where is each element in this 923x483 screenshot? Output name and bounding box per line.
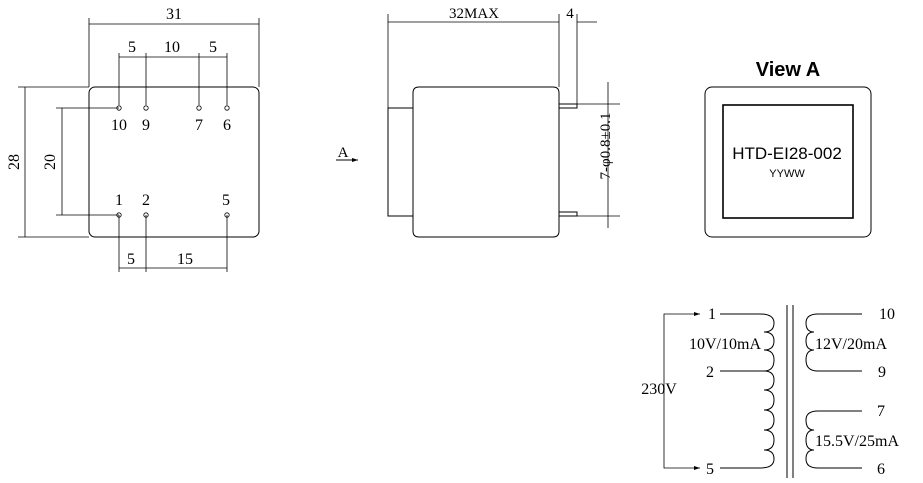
- primary-voltage-label: 230V: [641, 381, 677, 398]
- pin-9-marker: [143, 105, 149, 111]
- secondary1-pin-9: 9: [878, 364, 886, 381]
- side-view-pin-top: [558, 103, 578, 109]
- secondary1-pin-10: 10: [879, 306, 895, 323]
- secondary2-pin-7: 7: [877, 403, 885, 420]
- part-number: HTD-EI28-002: [732, 144, 842, 163]
- primary-pin-1: 1: [708, 306, 716, 323]
- view-a-title: View A: [756, 59, 820, 81]
- primary-tap-label: 10V/10mA: [689, 336, 761, 353]
- dim-top-b-label: 10: [164, 39, 180, 56]
- secondary2-pin-6: 6: [877, 461, 885, 478]
- dim-rows-label: 20: [42, 154, 59, 170]
- schematic: 1 2 5 230V 10V/10mA 10 9 12V/20mA 7 6 15…: [641, 305, 899, 478]
- side-view-pin-bottom: [558, 211, 578, 217]
- primary-coil-upper: [759, 313, 775, 372]
- view-arrow-head: [352, 158, 358, 162]
- pin-label-6: 6: [223, 117, 231, 134]
- date-code: YYWW: [769, 168, 805, 180]
- view-arrow-label: A: [338, 145, 349, 161]
- pin-6-marker: [224, 105, 230, 111]
- pin-spec-label: 7-φ0.8±0.1: [598, 113, 614, 180]
- primary-pin-5: 5: [706, 461, 714, 478]
- bracket-arrow-top: [694, 312, 700, 316]
- primary-pin-2: 2: [706, 364, 714, 381]
- dim-bottom-b-label: 15: [177, 251, 193, 268]
- pin-label-1: 1: [115, 192, 123, 209]
- dim-pin-length-label: 4: [566, 6, 574, 22]
- dim-top-a-label: 5: [128, 39, 136, 56]
- view-a-label-plate: [722, 104, 854, 219]
- view-a: View A HTD-EI28-002 YYWW: [704, 59, 872, 238]
- dim-width-label: 31: [166, 6, 182, 23]
- secondary2-coil: [805, 410, 819, 469]
- dim-bottom-a-label: 5: [127, 251, 135, 268]
- pin-label-2: 2: [142, 192, 150, 209]
- dim-length-label: 32MAX: [449, 6, 499, 22]
- secondary2-label: 15.5V/25mA: [815, 433, 899, 450]
- dim-height-label: 28: [6, 154, 23, 170]
- side-view-flange: [387, 107, 413, 217]
- top-view: 31 5 10 5 10 9 7 6 1 2 5 5 15: [6, 6, 260, 272]
- pin-label-9: 9: [142, 117, 150, 134]
- side-view-body: [412, 86, 560, 238]
- top-view-outline: [88, 86, 260, 238]
- secondary1-label: 12V/20mA: [815, 336, 887, 353]
- pin-label-10: 10: [111, 117, 127, 134]
- primary-coil-lower: [759, 370, 775, 469]
- secondary1-coil: [805, 313, 819, 372]
- pin-7-marker: [196, 105, 202, 111]
- primary-voltage-bracket: [663, 313, 700, 469]
- bracket-arrow-bottom: [694, 466, 700, 470]
- dim-top-c-label: 5: [209, 39, 217, 56]
- view-a-outer: [704, 86, 872, 238]
- pin-label-7: 7: [195, 117, 203, 134]
- side-view: 32MAX 4 7-φ0.8±0.1 A: [336, 6, 620, 238]
- pin-label-5: 5: [222, 192, 230, 209]
